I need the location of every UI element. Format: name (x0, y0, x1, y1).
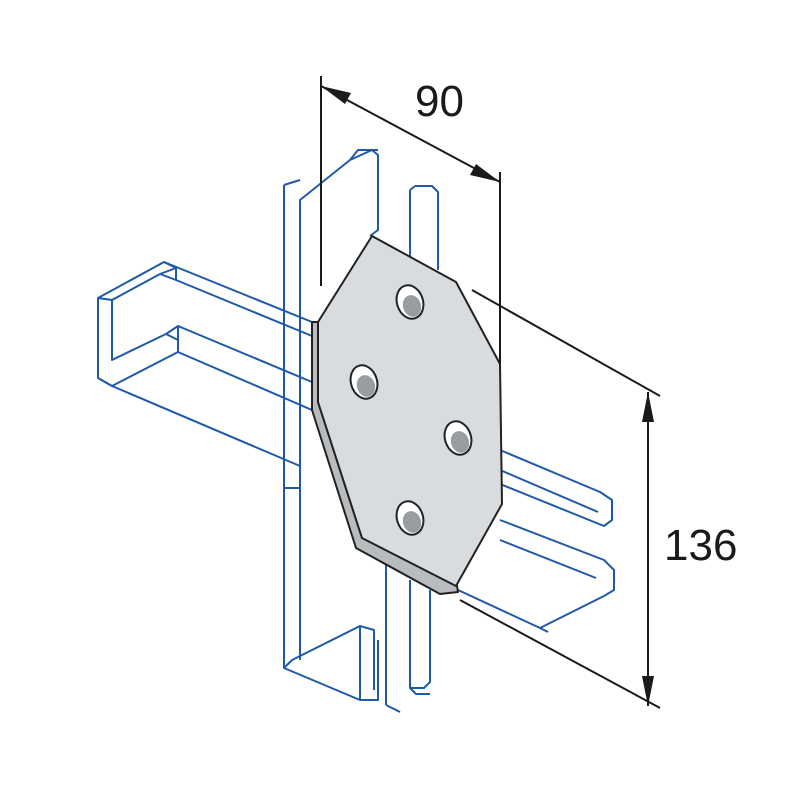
width-arrow-left (321, 86, 351, 104)
bolt-hole-bottom (395, 500, 425, 536)
width-dimension-line (320, 85, 501, 183)
width-label: 90 (415, 77, 464, 126)
horizontal-channel (97, 261, 615, 633)
width-dimension (320, 76, 501, 366)
connector-plate (311, 235, 503, 595)
height-arrow-bottom (642, 676, 654, 706)
width-arrow-right (470, 164, 500, 182)
bolt-holes (349, 284, 473, 536)
height-arrow-top (642, 392, 654, 422)
height-extension-bottom (459, 599, 661, 709)
bolt-hole-right (443, 420, 473, 456)
vertical-channel (283, 149, 439, 713)
plate-face (317, 235, 503, 587)
bolt-hole-left (349, 364, 379, 400)
height-extension-top (471, 289, 661, 397)
height-label: 136 (664, 521, 737, 570)
bolt-hole-top (395, 284, 425, 320)
height-dimension (459, 289, 661, 709)
